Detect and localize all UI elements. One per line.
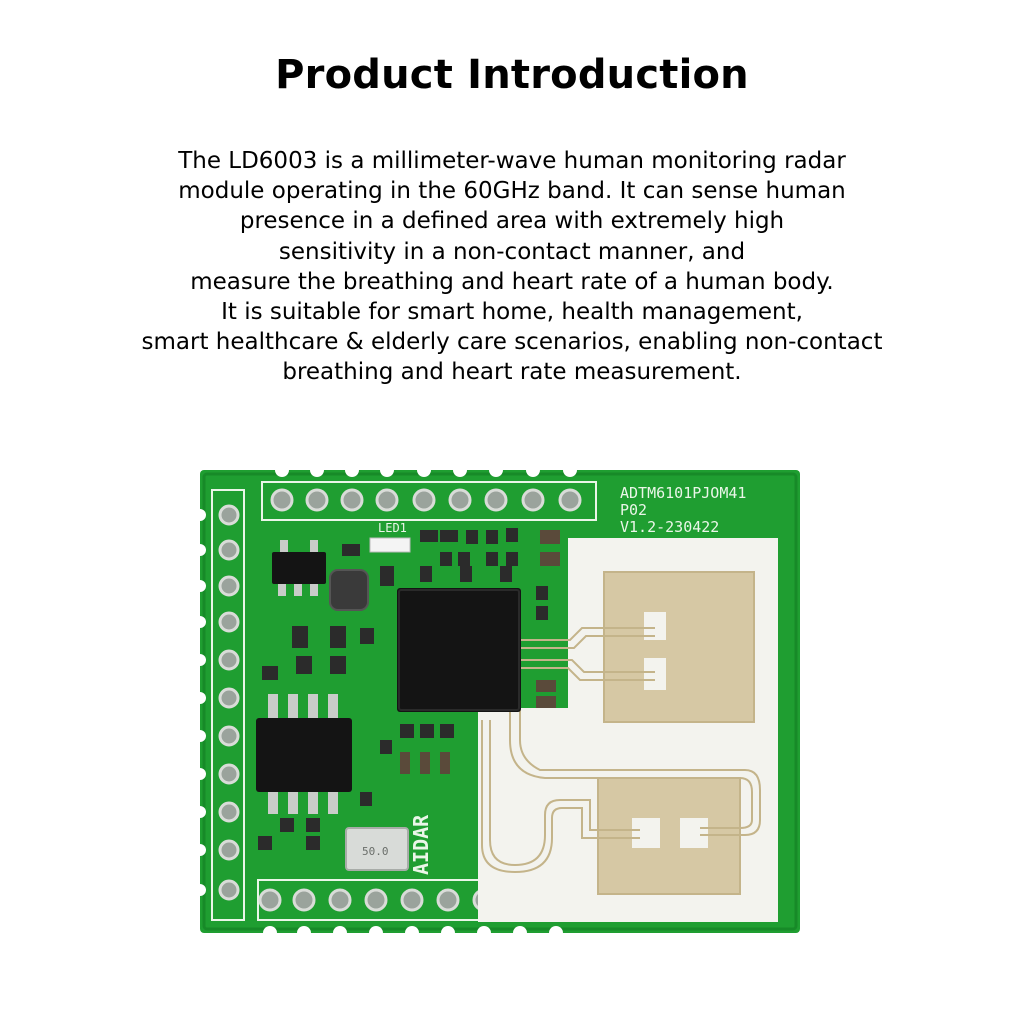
rx-antenna-slot-1: [644, 612, 666, 640]
silkscreen-frame-top: [261, 481, 597, 521]
brand-label: AIDAR: [409, 814, 433, 875]
radar-soc-chip: [397, 588, 521, 712]
tx-antenna-slot-2: [680, 818, 708, 848]
intro-line: module operating in the 60GHz band. It c…: [178, 178, 846, 205]
top-edge-holes: [275, 463, 577, 477]
rx-antenna-patch: [603, 571, 755, 723]
crystal-oscillator: [345, 827, 409, 871]
antenna-zone-top-strip: [566, 538, 778, 566]
page-title: Product Introduction: [275, 52, 749, 98]
led-component: [369, 537, 411, 553]
inductor: [329, 569, 369, 611]
regulator-ic: [272, 540, 326, 596]
board-model-label: ADTM6101PJOM41: [620, 484, 746, 502]
led-label: LED1: [378, 521, 407, 535]
top-header-pins: [270, 488, 582, 512]
silkscreen-frame-left: [211, 489, 245, 921]
left-edge-holes: [194, 509, 206, 896]
board-version-label: V1.2-230422: [620, 518, 719, 536]
smd-components: [258, 528, 560, 850]
intro-line: presence in a defined area with extremel…: [239, 208, 785, 235]
intro-paragraph: The LD6003 is a millimeter-wave human mo…: [0, 146, 1024, 388]
tx-antenna-slot-1: [632, 818, 660, 848]
radar-soc-chip-shade: [398, 589, 520, 711]
intro-line: measure the breathing and heart rate of …: [190, 268, 834, 295]
intro-line: breathing and heart rate measurement.: [282, 359, 742, 386]
rx-antenna-slot-2: [644, 658, 666, 690]
flash-ic: [256, 694, 352, 814]
bottom-edge-holes: [263, 926, 563, 940]
left-header-pins: [218, 504, 240, 901]
board-rev-label: P02: [620, 501, 647, 519]
intro-line: It is suitable for smart home, health ma…: [221, 299, 803, 326]
crystal-label: 50.0: [362, 845, 389, 858]
intro-line: sensitivity in a non-contact manner, and: [278, 238, 746, 265]
rf-feed-lines: [481, 627, 761, 874]
intro-line: smart healthcare & elderly care scenario…: [141, 329, 883, 356]
intro-line: The LD6003 is a millimeter-wave human mo…: [178, 148, 846, 174]
